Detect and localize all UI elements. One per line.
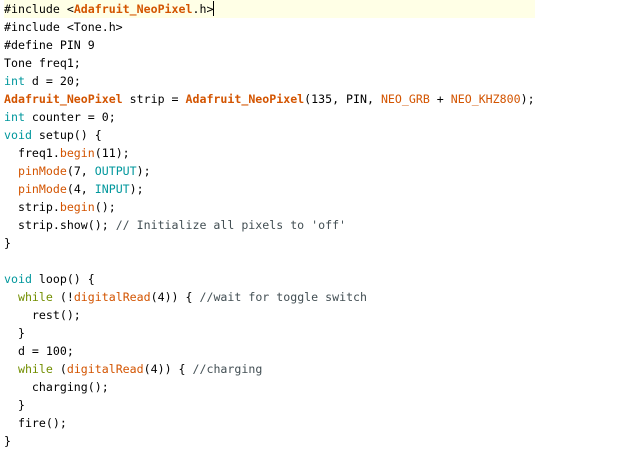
code-token-type: int — [4, 74, 25, 88]
code-token-text: } — [4, 326, 25, 340]
code-token-text: ); — [520, 92, 535, 106]
code-token-text: setup() { — [31, 128, 102, 142]
code-token-text — [4, 164, 18, 178]
code-token-text: strip.show(); — [4, 218, 116, 232]
code-token-text: (135, PIN, — [304, 92, 381, 106]
code-token-text — [4, 362, 18, 376]
code-line[interactable]: rest(); — [4, 306, 535, 324]
code-token-text — [4, 290, 18, 304]
code-token-text: Tone freq1; — [4, 56, 81, 70]
code-line[interactable]: #include <Adafruit_NeoPixel.h> — [4, 0, 535, 18]
code-token-type: int — [4, 110, 25, 124]
code-token-function: digitalRead — [66, 362, 144, 376]
code-line[interactable]: strip.show(); // Initialize all pixels t… — [4, 216, 535, 234]
code-line[interactable] — [4, 252, 535, 270]
code-line[interactable]: charging(); — [4, 378, 535, 396]
code-line[interactable]: pinMode(7, OUTPUT); — [4, 162, 535, 180]
code-token-text: ); — [136, 164, 151, 178]
code-token-function: begin — [59, 146, 95, 160]
code-line[interactable]: int counter = 0; — [4, 108, 535, 126]
code-token-type: void — [4, 272, 32, 286]
code-line[interactable]: freq1.begin(11); — [4, 144, 535, 162]
code-token-text: strip = — [122, 92, 186, 106]
code-token-text: (! — [52, 290, 74, 304]
code-token-text: d = 100; — [4, 344, 74, 358]
code-token-text: } — [4, 434, 11, 448]
code-token-library: NEO_KHZ800 — [450, 92, 521, 106]
code-token-comment: //charging — [192, 362, 263, 376]
code-token-keyword: while — [17, 290, 53, 304]
code-token-function: begin — [59, 200, 95, 214]
code-token-text: ); — [129, 182, 144, 196]
code-line[interactable]: fire(); — [4, 414, 535, 432]
code-token-function: pinMode — [17, 182, 67, 196]
code-line[interactable]: pinMode(4, INPUT); — [4, 180, 535, 198]
code-token-keyword: while — [17, 362, 53, 376]
code-token-text: #include < — [4, 2, 74, 16]
code-token-text: rest(); — [4, 308, 81, 322]
code-token-text: (4, — [66, 182, 95, 196]
code-token-text: loop() { — [31, 272, 95, 286]
code-token-text: d = 20; — [24, 74, 81, 88]
code-token-function: pinMode — [17, 164, 67, 178]
code-line[interactable]: } — [4, 234, 535, 252]
code-line[interactable]: strip.begin(); — [4, 198, 535, 216]
code-token-constant: OUTPUT — [94, 164, 137, 178]
code-token-text: #define PIN 9 — [4, 38, 95, 52]
code-area[interactable]: #include <Adafruit_NeoPixel.h>#include <… — [4, 0, 535, 450]
text-cursor — [213, 1, 215, 16]
code-line[interactable]: d = 100; — [4, 342, 535, 360]
code-line[interactable]: while (digitalRead(4)) { //charging — [4, 360, 535, 378]
code-token-library: NEO_GRB — [380, 92, 430, 106]
code-token-comment: //wait for toggle switch — [199, 290, 368, 304]
code-line[interactable]: int d = 20; — [4, 72, 535, 90]
code-line[interactable]: } — [4, 432, 535, 450]
code-token-text: charging(); — [4, 380, 109, 394]
code-token-text: (11); — [94, 146, 130, 160]
code-line[interactable]: } — [4, 396, 535, 414]
code-line[interactable]: } — [4, 324, 535, 342]
code-line[interactable]: #include <Tone.h> — [4, 18, 535, 36]
code-token-text: (4)) { — [150, 290, 200, 304]
code-token-function: digitalRead — [73, 290, 151, 304]
code-line[interactable]: void setup() { — [4, 126, 535, 144]
code-token-text: + — [429, 92, 451, 106]
code-line[interactable]: Adafruit_NeoPixel strip = Adafruit_NeoPi… — [4, 90, 535, 108]
code-line[interactable]: Tone freq1; — [4, 54, 535, 72]
code-token-text: (7, — [66, 164, 95, 178]
code-token-text: .h> — [192, 2, 214, 16]
code-token-constant: INPUT — [94, 182, 130, 196]
code-token-text: ( — [52, 362, 67, 376]
code-token-type: void — [4, 128, 32, 142]
code-token-text: fire(); — [4, 416, 67, 430]
code-token-text: (4)) { — [143, 362, 193, 376]
code-line[interactable]: #define PIN 9 — [4, 36, 535, 54]
code-line[interactable]: while (!digitalRead(4)) { //wait for tog… — [4, 288, 535, 306]
code-line[interactable]: void loop() { — [4, 270, 535, 288]
code-token-library-bold: Adafruit_NeoPixel — [73, 2, 193, 16]
code-token-comment: // Initialize all pixels to 'off' — [115, 218, 347, 232]
code-token-text: #include <Tone.h> — [4, 20, 123, 34]
code-token-text: freq1. — [4, 146, 60, 160]
code-token-library-bold: Adafruit_NeoPixel — [4, 92, 123, 106]
code-token-library-bold: Adafruit_NeoPixel — [185, 92, 305, 106]
code-token-text: (); — [94, 200, 116, 214]
code-token-text: counter = 0; — [24, 110, 116, 124]
code-token-text: } — [4, 398, 25, 412]
code-token-text: strip. — [4, 200, 60, 214]
code-token-text — [4, 182, 18, 196]
code-token-text: } — [4, 236, 11, 250]
